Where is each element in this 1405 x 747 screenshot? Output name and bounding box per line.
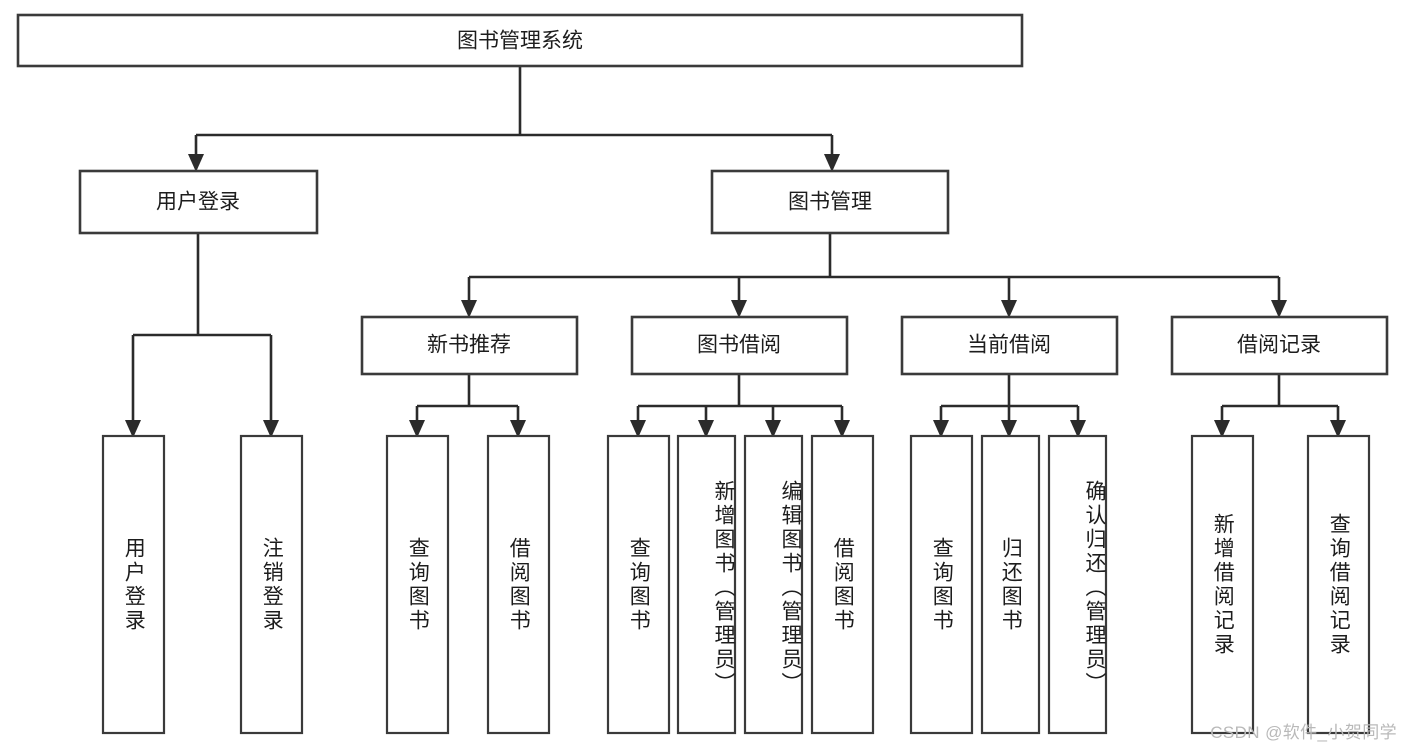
leaf-book-borrow-borrow[interactable] [810,434,875,735]
connector-root-to-level2 [188,66,840,172]
connector-userlogin-to-leaves [125,233,279,438]
leaf-current-borrow-return[interactable] [980,434,1041,735]
leaf-borrow-record-query[interactable] [1306,434,1371,735]
node-book-borrow[interactable]: 图书借阅 [630,315,849,376]
node-new-book-recommend[interactable]: 新书推荐 [360,315,579,376]
node-current-borrow[interactable]: 当前借阅 [900,315,1119,376]
connector-currentborrow-to-leaves [933,374,1086,438]
leaf-book-borrow-edit[interactable] [743,434,804,735]
connector-bookborrow-to-leaves [630,374,850,438]
leaf-user-login-logout[interactable] [239,434,304,735]
node-root[interactable]: 图书管理系统 [16,13,1024,68]
node-book-management-label: 图书管理 [788,191,872,214]
node-current-borrow-label: 当前借阅 [967,334,1051,357]
leaf-new-book-query[interactable] [385,434,450,735]
node-borrow-record[interactable]: 借阅记录 [1170,315,1389,376]
node-user-login-label: 用户登录 [156,191,240,214]
leaf-book-borrow-query[interactable] [606,434,671,735]
csdn-watermark: CSDN @软件_小贺同学 [1210,723,1397,742]
node-user-login[interactable]: 用户登录 [78,169,319,235]
leaf-book-borrow-add[interactable] [676,434,737,735]
connector-bookmgmt-to-level3 [461,233,1287,318]
leaf-new-book-borrow[interactable] [486,434,551,735]
connector-borrowrecord-to-leaves [1214,374,1346,438]
node-borrow-record-label: 借阅记录 [1237,334,1321,357]
node-book-management[interactable]: 图书管理 [710,169,950,235]
node-new-book-recommend-label: 新书推荐 [427,334,511,357]
leaf-current-borrow-query[interactable] [909,434,974,735]
leaf-user-login-login[interactable] [101,434,166,735]
connector-newbook-to-leaves [409,374,526,438]
leaf-borrow-record-add[interactable] [1190,434,1255,735]
node-root-label: 图书管理系统 [457,30,583,53]
node-book-borrow-label: 图书借阅 [697,334,781,357]
leaf-current-borrow-confirm[interactable] [1047,434,1108,735]
